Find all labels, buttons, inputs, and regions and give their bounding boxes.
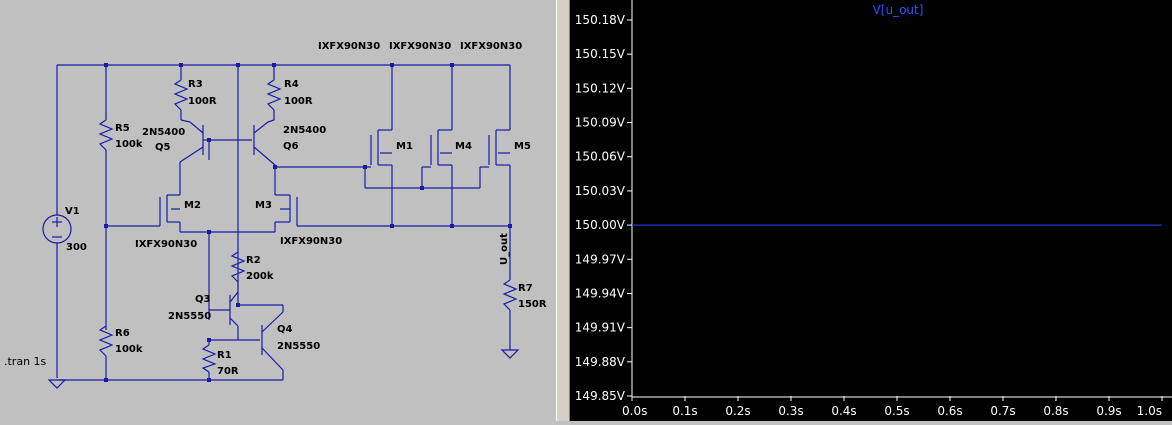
m4-model-label[interactable]: IXFX90N30 (389, 41, 451, 52)
x-tick-label: 0.5s (884, 404, 909, 418)
y-tick-label: 150.00V (575, 218, 626, 232)
v1-name-label[interactable]: V1 (65, 206, 80, 217)
y-ticks: 150.18V 150.15V 150.12V 150.09V 150.06V 150.0… (575, 13, 632, 403)
y-tick-label: 150.09V (575, 116, 626, 130)
v1-value-label[interactable]: 300 (66, 242, 87, 253)
x-tick-label: 0.7s (990, 404, 1015, 418)
x-ticks: 0.0s 0.1s 0.2s 0.3s 0.4s 0.5s 0.6s 0.7s 0.8s 0.9s… (622, 396, 1163, 418)
r6-name-label[interactable]: R6 (115, 328, 130, 339)
y-tick-label: 149.97V (575, 252, 626, 266)
r6-value-label[interactable]: 100k (115, 344, 143, 355)
x-tick-label: 0.0s (622, 404, 647, 418)
schematic-canvas: IXFX90N30 IXFX90N30 IXFX90N30 R3 100R R4… (4, 41, 547, 389)
y-tick-label: 150.06V (575, 150, 626, 164)
r7-name-label[interactable]: R7 (518, 283, 533, 294)
v1-source-symbol (42, 214, 72, 244)
r2-value-label[interactable]: 200k (246, 271, 274, 282)
q6-model-label[interactable]: 2N5400 (283, 125, 326, 136)
y-tick-label: 149.88V (575, 355, 626, 369)
y-tick-label: 149.85V (575, 389, 626, 403)
pane-splitter[interactable] (556, 0, 570, 421)
m4-name-label[interactable]: M4 (455, 141, 472, 152)
x-tick-label: 0.3s (778, 404, 803, 418)
m5-name-label[interactable]: M5 (514, 141, 531, 152)
r4-value-label[interactable]: 100R (284, 96, 313, 107)
r2-name-label[interactable]: R2 (246, 255, 261, 266)
y-tick-label: 150.12V (575, 81, 626, 95)
r5-name-label[interactable]: R5 (115, 123, 130, 134)
m3-model-label[interactable]: IXFX90N30 (280, 236, 342, 247)
m1-model-label[interactable]: IXFX90N30 (318, 41, 380, 52)
y-tick-label: 150.03V (575, 184, 626, 198)
y-tick-label: 150.15V (575, 47, 626, 61)
q3-model-label[interactable]: 2N5550 (168, 311, 211, 322)
x-tick-label: 0.6s (937, 404, 962, 418)
r1-name-label[interactable]: R1 (217, 350, 232, 361)
r5-value-label[interactable]: 100k (115, 139, 143, 150)
m5-model-label[interactable]: IXFX90N30 (460, 41, 522, 52)
r4-name-label[interactable]: R4 (284, 79, 299, 90)
m1-name-label[interactable]: M1 (396, 141, 413, 152)
junction-dots (104, 63, 512, 382)
x-tick-label: 1.0s (1137, 404, 1162, 418)
m3-name-label[interactable]: M3 (255, 200, 272, 211)
y-tick-label: 150.18V (575, 13, 626, 27)
x-tick-label: 0.2s (725, 404, 750, 418)
y-tick-label: 149.91V (575, 321, 626, 335)
q3-name-label[interactable]: Q3 (195, 294, 211, 305)
r3-value-label[interactable]: 100R (188, 96, 217, 107)
schematic-editor[interactable]: IXFX90N30 IXFX90N30 IXFX90N30 R3 100R R4… (0, 0, 556, 421)
m2-model-label[interactable]: IXFX90N30 (135, 239, 197, 250)
q5-name-label[interactable]: Q5 (155, 142, 171, 153)
wires (56, 64, 511, 381)
ground-symbols (47, 349, 520, 389)
r7-value-label[interactable]: 150R (518, 299, 547, 310)
plot-title[interactable]: V[u_out] (873, 3, 924, 17)
net-label-u-out[interactable]: U_out (499, 233, 510, 265)
x-tick-label: 0.4s (831, 404, 856, 418)
q4-name-label[interactable]: Q4 (277, 324, 293, 335)
resistor-symbols (98, 79, 518, 373)
spice-directive[interactable]: .tran 1s (4, 355, 47, 368)
y-tick-label: 149.94V (575, 286, 626, 300)
plot-background (570, 0, 1172, 421)
q4-model-label[interactable]: 2N5550 (277, 341, 320, 352)
x-tick-label: 0.8s (1043, 404, 1068, 418)
q5-model-label[interactable]: 2N5400 (142, 127, 185, 138)
r3-name-label[interactable]: R3 (188, 79, 203, 90)
x-tick-label: 0.1s (672, 404, 697, 418)
q6-name-label[interactable]: Q6 (283, 141, 299, 152)
m2-name-label[interactable]: M2 (184, 200, 201, 211)
r1-value-label[interactable]: 70R (217, 366, 239, 377)
x-tick-label: 0.9s (1096, 404, 1121, 418)
plot-canvas: V[u_out] 150.18V150.15V150.12V150.09V150… (570, 0, 1172, 421)
